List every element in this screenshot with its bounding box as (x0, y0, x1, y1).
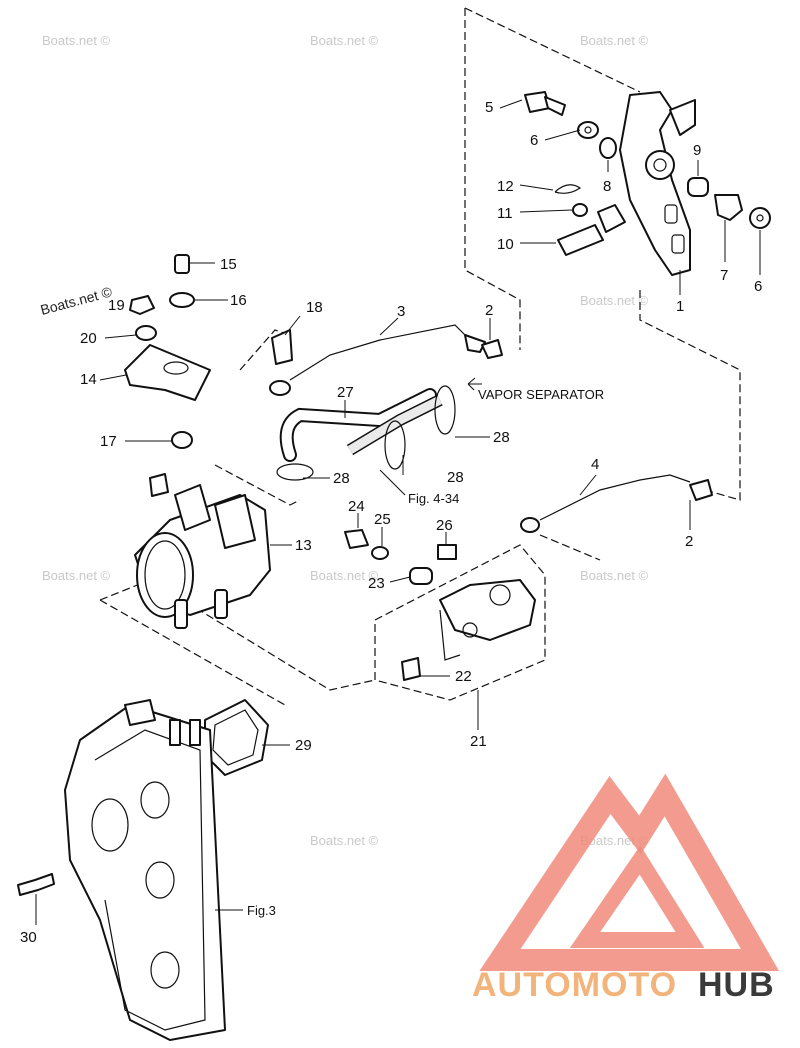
watermarks: Boats.net © Boats.net © Boats.net © Boat… (39, 33, 649, 848)
intake-manifold (64, 699, 226, 1041)
watermark: Boats.net © (42, 33, 111, 48)
washer (169, 292, 195, 308)
callout-2: 2 (485, 302, 493, 319)
callout-1: 1 (676, 298, 684, 315)
callout-22: 22 (455, 668, 472, 685)
bushing (599, 137, 617, 159)
washer (371, 546, 389, 560)
callout-28: 28 (493, 429, 510, 446)
watermark: Boats.net © (310, 568, 379, 583)
watermark: Boats.net © (580, 568, 649, 583)
grommet (171, 431, 193, 449)
callout-30: 30 (20, 929, 37, 946)
bolt (17, 873, 55, 896)
link-rod-lower (520, 474, 691, 533)
callout-29: 29 (295, 737, 312, 754)
callout-6: 6 (754, 278, 762, 295)
ball-joint (271, 329, 293, 365)
callout-8: 8 (603, 178, 611, 195)
callout-16: 16 (230, 292, 247, 309)
callouts: 5 6 8 9 12 11 10 7 6 1 15 16 19 20 14 17… (20, 99, 762, 946)
watermark: Boats.net © (580, 33, 649, 48)
collar (687, 177, 709, 197)
callout-26: 26 (436, 517, 453, 534)
throttle-body (134, 473, 271, 629)
washer (577, 121, 599, 139)
callout-25: 25 (374, 511, 391, 528)
washer-small (572, 203, 588, 217)
washer (135, 325, 157, 341)
hose-clamp (276, 463, 314, 481)
clip (481, 339, 503, 359)
fig-4-34-label: Fig. 4-34 (408, 491, 459, 506)
callout-7: 7 (720, 267, 728, 284)
callout-13: 13 (295, 537, 312, 554)
callout-6: 6 (530, 132, 538, 149)
callout-19: 19 (108, 297, 125, 314)
brand-part2: HUB (698, 966, 775, 1004)
watermark: Boats.net © (39, 283, 115, 318)
washer (749, 207, 771, 229)
callout-4: 4 (591, 456, 599, 473)
callout-15: 15 (220, 256, 237, 273)
callout-28: 28 (447, 469, 464, 486)
link-rod (269, 324, 486, 396)
nut (129, 295, 155, 315)
watermark: Boats.net © (580, 293, 649, 308)
throttle-lever (619, 91, 696, 276)
callout-10: 10 (497, 236, 514, 253)
watermark: Boats.net © (42, 568, 111, 583)
callout-2: 2 (685, 533, 693, 550)
vapor-separator-label: VAPOR SEPARATOR (478, 387, 604, 402)
linkage-assembly (439, 579, 536, 661)
callout-24: 24 (348, 498, 365, 515)
callout-27: 27 (337, 384, 354, 401)
watermark: Boats.net © (310, 33, 379, 48)
callout-23: 23 (368, 575, 385, 592)
gasket (204, 699, 269, 776)
callout-9: 9 (693, 142, 701, 159)
callout-3: 3 (397, 303, 405, 320)
callout-20: 20 (80, 330, 97, 347)
callout-28: 28 (333, 470, 350, 487)
plate (437, 544, 457, 560)
bolt-top (174, 254, 190, 274)
watermark: Boats.net © (310, 833, 379, 848)
leader-lines (35, 99, 761, 925)
hose-clamp (434, 385, 456, 435)
clip (689, 479, 713, 501)
rod-joint (557, 204, 626, 256)
hose-clamp (384, 420, 406, 470)
collar (409, 567, 433, 585)
nut (714, 194, 743, 221)
brand-part1: AUTOMOTO (472, 966, 677, 1004)
callout-21: 21 (470, 733, 487, 750)
block (401, 657, 421, 681)
screw (344, 529, 369, 549)
callout-5: 5 (485, 99, 493, 116)
bolt (524, 91, 566, 116)
fig-3-label: Fig.3 (247, 903, 276, 918)
callout-17: 17 (100, 433, 117, 450)
automotohub-logo: AUTOMOTO HUB (472, 773, 780, 1004)
clip (554, 184, 582, 194)
callout-18: 18 (306, 299, 323, 316)
callout-11: 11 (497, 205, 513, 222)
callout-12: 12 (497, 178, 514, 195)
callout-14: 14 (80, 371, 97, 388)
